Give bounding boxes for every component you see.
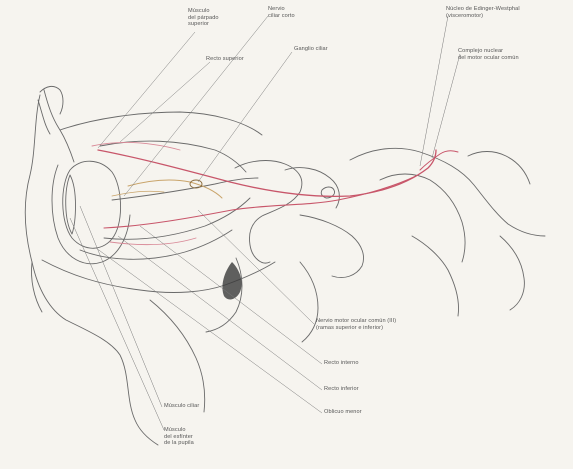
label-ganglio-ciliar: Ganglio ciliar	[294, 46, 328, 53]
label-recto-superior: Recto superior	[206, 56, 244, 63]
pterygopalatine-shadow	[222, 262, 241, 299]
leader-recto-interno	[140, 226, 322, 364]
brow	[40, 86, 63, 114]
leader-complejo	[432, 54, 460, 158]
pons	[412, 236, 459, 316]
label-elevador: Músculo del párpado superior	[188, 8, 219, 28]
label-recto-interno: Recto interno	[324, 360, 359, 367]
inferior-rectus	[104, 198, 250, 239]
cornea	[66, 175, 76, 234]
label-oblicuo-menor: Oblicuo menor	[324, 409, 362, 416]
midbrain-tectum	[468, 152, 530, 185]
leader-elevador	[98, 32, 195, 148]
leader-recto-superior	[120, 62, 210, 142]
oculomotor-nerve-inferior	[104, 176, 416, 228]
brainstem	[350, 148, 545, 236]
levator-muscle	[60, 112, 262, 135]
maxilla	[150, 300, 205, 412]
petrous	[300, 215, 364, 278]
leader-ciliar	[80, 206, 162, 407]
leader-edinger	[420, 16, 448, 166]
label-complejo-nuclear: Complejo nuclear del motor ocular común	[458, 48, 519, 61]
oculomotor-nerve-main	[98, 150, 436, 196]
leader-oblicuo	[96, 248, 322, 413]
leader-nervio-ciliar	[124, 16, 268, 196]
eyelid-upper	[44, 90, 74, 162]
parasympathetic-fibers	[128, 180, 222, 198]
label-musculo-esfinter: Músculo del esfínter de la pupila	[164, 427, 194, 447]
skull-outline	[25, 95, 158, 445]
label-nucleo-edinger: Núcleo de Edinger-Westphal (visceromotor…	[446, 6, 520, 19]
cerebellum-hint	[500, 236, 524, 310]
label-recto-inferior: Recto inferior	[324, 386, 359, 393]
label-musculo-ciliar: Músculo ciliar	[164, 403, 199, 410]
nasal-edge	[31, 262, 42, 312]
leader-recto-inferior	[118, 236, 322, 390]
leader-motor-ocular	[198, 210, 314, 324]
leader-esfinter	[70, 218, 164, 430]
label-nervio-motor-ocular: Nervio motor ocular común (III) (ramas s…	[316, 318, 396, 331]
sphenoid-body	[235, 161, 302, 264]
oculomotor-nerve-upper-branch	[92, 143, 180, 150]
leader-ganglio	[198, 52, 292, 182]
label-nervio-ciliar-corto: Nervio ciliar corto	[268, 6, 295, 19]
